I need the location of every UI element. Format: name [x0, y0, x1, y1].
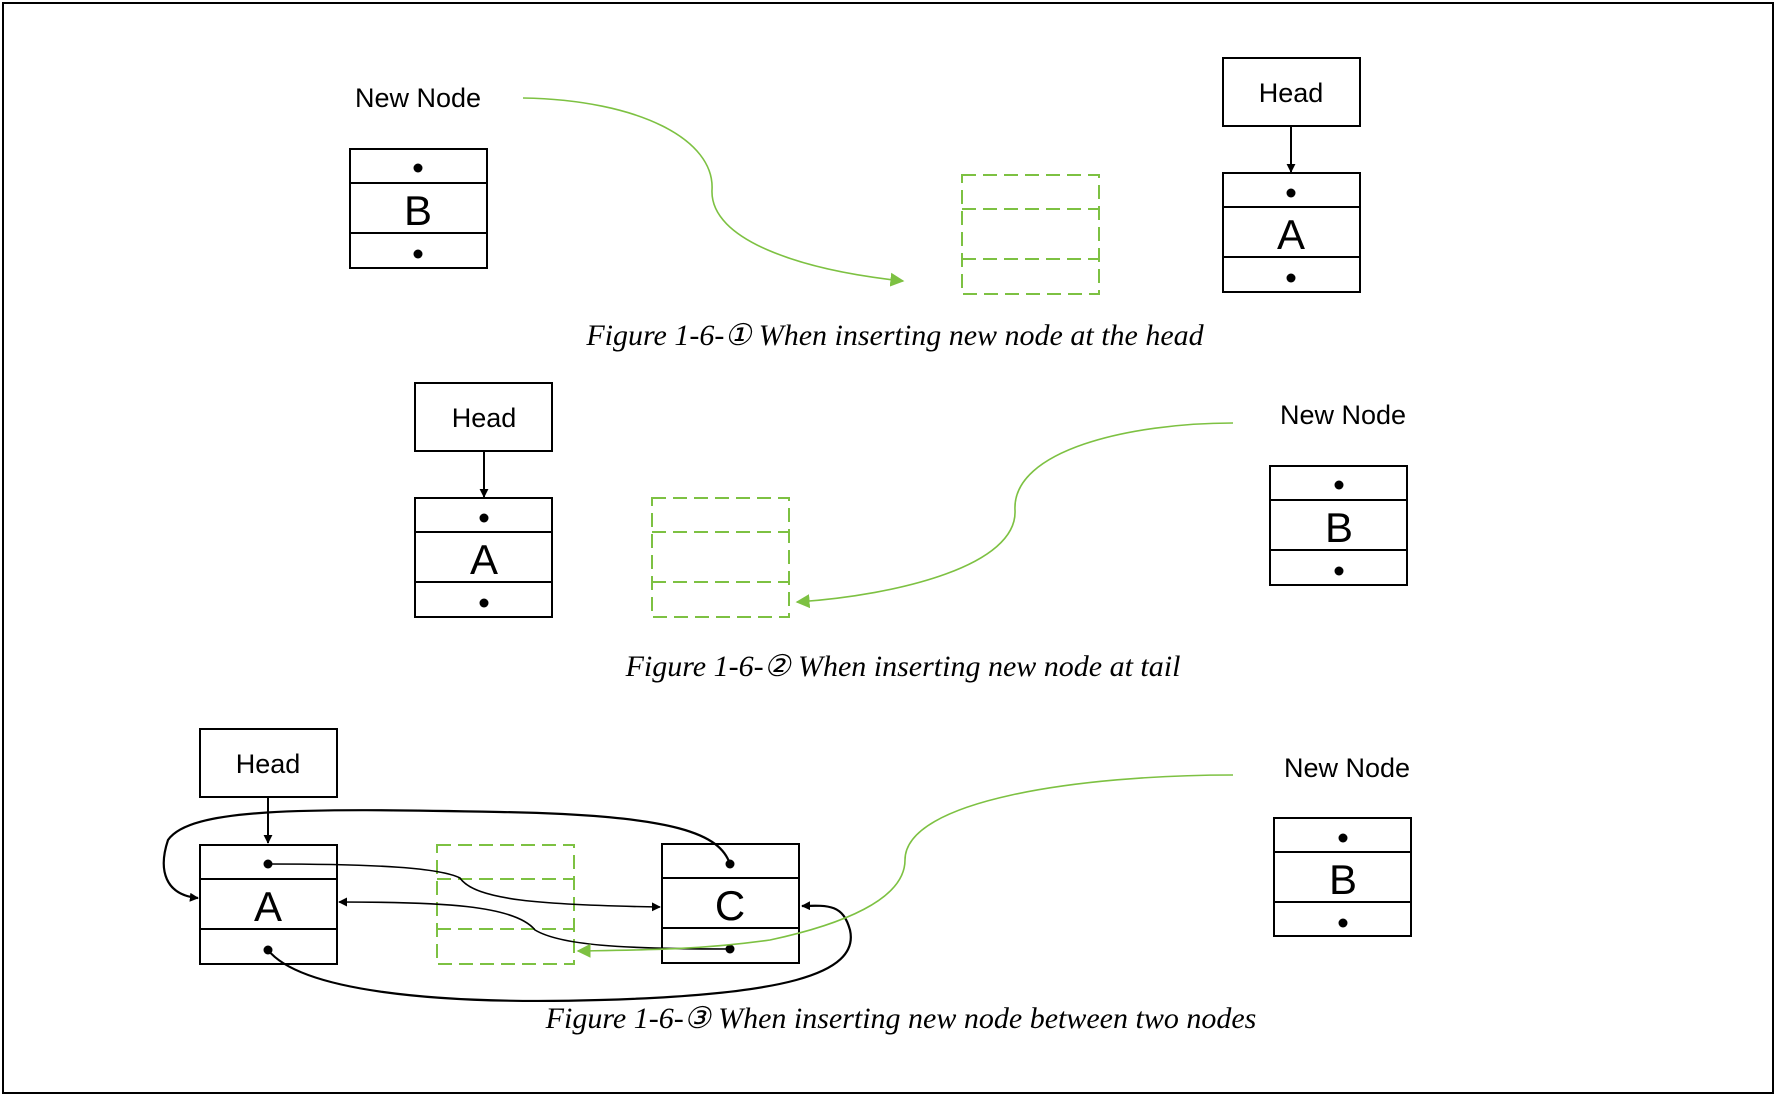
- new-node-label: New Node: [1280, 400, 1406, 430]
- node-label: A: [1277, 211, 1305, 258]
- insert-arrow: [522, 97, 905, 287]
- link-a-to-c: [267, 863, 661, 912]
- placeholder-slot: [436, 844, 575, 965]
- insert-arrow: [795, 422, 1234, 609]
- node-label: A: [254, 883, 282, 930]
- prev-pointer-dot: [1338, 833, 1348, 843]
- node-label: B: [404, 187, 432, 234]
- prev-pointer-dot: [1334, 480, 1344, 490]
- figure-1: New Node B Head A Figure: [349, 57, 1361, 352]
- head-label: Head: [236, 749, 301, 779]
- node-a: A: [1222, 172, 1361, 293]
- next-pointer-dot: [1338, 918, 1348, 928]
- head-box: Head: [199, 728, 338, 798]
- head-box: Head: [414, 382, 553, 452]
- caption-fig1: Figure 1-6-① When inserting new node at …: [585, 319, 1204, 352]
- node-a: A: [199, 844, 338, 965]
- loop-c-to-a: [162, 809, 732, 902]
- figure-2: Head A New Node B Figure 1-6-② When in: [414, 382, 1408, 683]
- caption-fig2: Figure 1-6-② When inserting new node at …: [625, 650, 1181, 683]
- node-b: B: [1273, 817, 1412, 937]
- next-pointer-dot: [479, 598, 489, 608]
- node-label: B: [1329, 856, 1357, 903]
- node-b: B: [349, 148, 488, 269]
- next-pointer-dot: [1286, 273, 1296, 283]
- insert-arrow: [576, 774, 1234, 958]
- node-label: B: [1325, 504, 1353, 551]
- placeholder-slot: [961, 174, 1100, 295]
- prev-pointer-dot: [413, 163, 423, 173]
- head-box: Head: [1222, 57, 1361, 127]
- figure-3: Head A C: [162, 728, 1412, 1035]
- node-label: C: [715, 882, 745, 929]
- node-c: C: [661, 843, 800, 964]
- new-node-label: New Node: [355, 83, 481, 113]
- head-label: Head: [452, 403, 517, 433]
- node-a: A: [414, 497, 553, 618]
- placeholder-slot: [651, 497, 790, 618]
- new-node-label: New Node: [1284, 753, 1410, 783]
- next-pointer-dot: [413, 249, 423, 259]
- next-pointer-dot: [1334, 566, 1344, 576]
- node-b: B: [1269, 465, 1408, 586]
- node-label: A: [470, 536, 498, 583]
- head-label: Head: [1259, 78, 1324, 108]
- caption-fig3: Figure 1-6-③ When inserting new node bet…: [545, 1002, 1257, 1035]
- prev-pointer-dot: [1286, 188, 1296, 198]
- loop-a-to-c: [267, 901, 852, 1003]
- link-c-to-a: [338, 897, 731, 950]
- prev-pointer-dot: [479, 513, 489, 523]
